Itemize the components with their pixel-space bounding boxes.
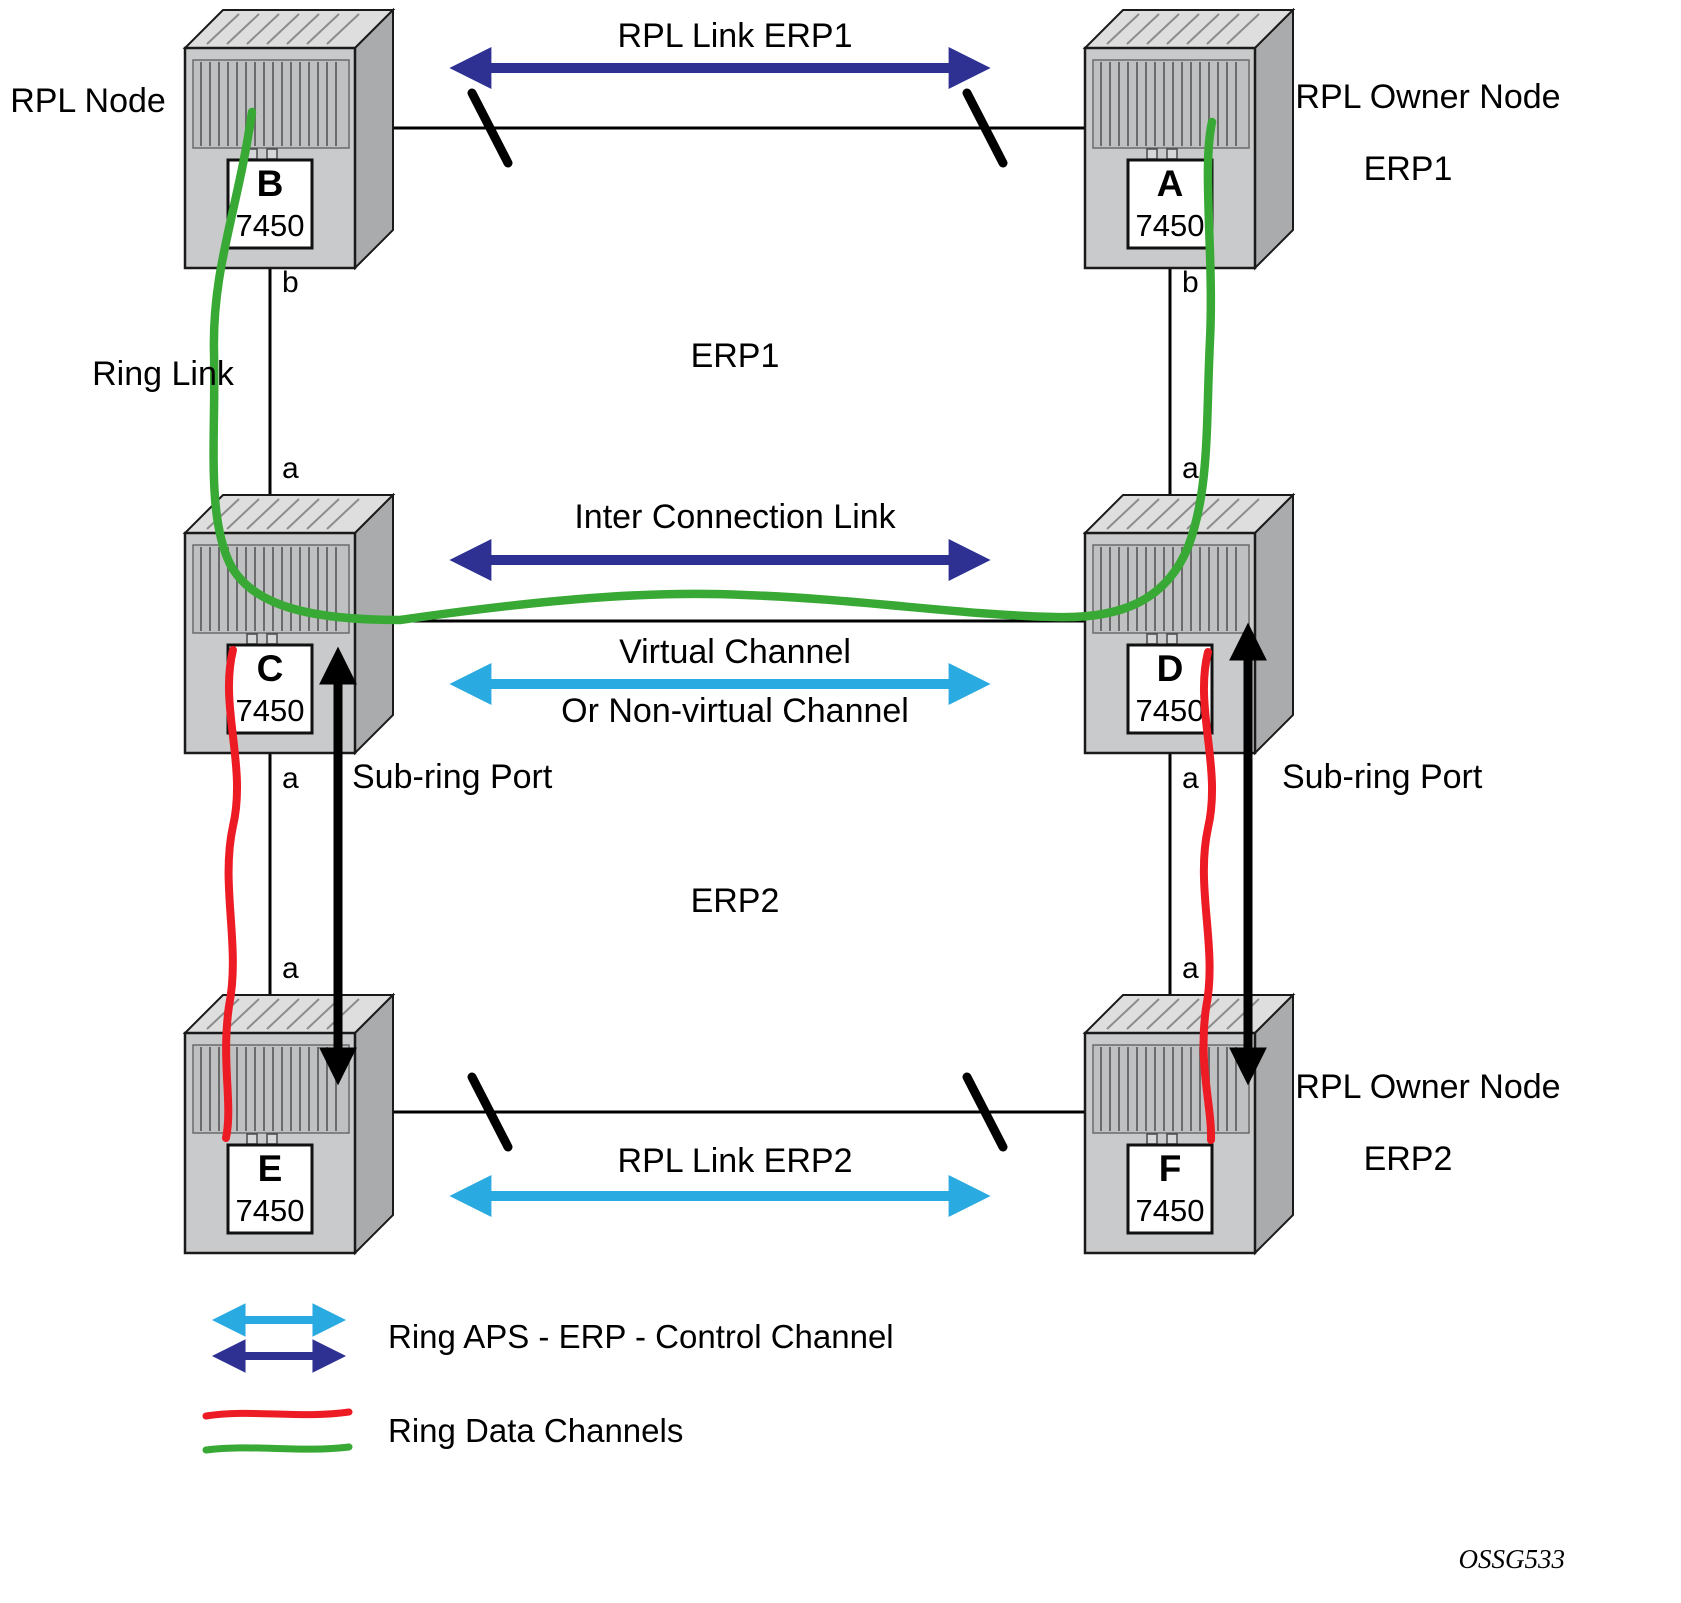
node-a-model: 7450 — [1136, 208, 1205, 243]
node-c-label: C 7450 — [226, 643, 314, 735]
node-d-model: 7450 — [1136, 693, 1205, 728]
rpl-owner-node-bottom-label: RPL Owner Node — [1295, 1068, 1560, 1106]
legend-red-line — [202, 1408, 353, 1420]
rpl-block-marks — [467, 88, 1008, 1152]
erp2-right-label: ERP2 — [1364, 1140, 1453, 1178]
port-label-e-top: a — [282, 952, 299, 985]
node-e-label: E 7450 — [226, 1143, 314, 1235]
port-label-b-bottom: b — [282, 266, 299, 299]
rpl-block-bottom-right — [962, 1072, 1008, 1152]
node-a-letter: A — [1157, 163, 1184, 204]
node-d-letter: D — [1157, 648, 1184, 689]
inter-connection-link-label: Inter Connection Link — [574, 498, 896, 536]
node-a-label: A 7450 — [1126, 158, 1214, 250]
node-b-letter: B — [257, 163, 284, 204]
node-f-letter: F — [1159, 1148, 1182, 1189]
node-f-label: F 7450 — [1126, 1143, 1214, 1235]
node-c-letter: C — [257, 648, 284, 689]
legend-control-channel-label: Ring APS - ERP - Control Channel — [388, 1318, 894, 1355]
port-label-d-bottom: a — [1182, 762, 1199, 795]
rpl-block-top-right — [962, 88, 1008, 168]
sub-ring-port-left-label: Sub-ring Port — [352, 758, 553, 796]
rpl-owner-node-top-label: RPL Owner Node — [1295, 78, 1560, 116]
virtual-channel-label: Virtual Channel — [619, 633, 851, 671]
port-label-f-top: a — [1182, 952, 1199, 985]
port-label-c-top: a — [282, 452, 299, 485]
non-virtual-channel-label: Or Non-virtual Channel — [561, 692, 909, 730]
node-e-model: 7450 — [236, 1193, 305, 1228]
rpl-block-bottom-left — [467, 1072, 513, 1152]
node-b-label: B 7450 — [226, 158, 314, 250]
sub-ring-port-right-label: Sub-ring Port — [1282, 758, 1483, 796]
legend-green-line — [202, 1443, 353, 1454]
rpl-link-erp1-label: RPL Link ERP1 — [618, 17, 853, 55]
rpl-block-top-left — [467, 88, 513, 168]
legend-data-channels: Ring Data Channels — [202, 1408, 683, 1454]
node-f-model: 7450 — [1136, 1193, 1205, 1228]
legend-control-channel: Ring APS - ERP - Control Channel — [211, 1303, 894, 1373]
erp1-center-label: ERP1 — [691, 337, 780, 375]
node-c-model: 7450 — [236, 693, 305, 728]
rpl-link-erp2-label: RPL Link ERP2 — [618, 1142, 853, 1180]
erp1-right-label: ERP1 — [1364, 150, 1453, 188]
ring-link-label: Ring Link — [92, 355, 235, 393]
port-label-d-top: a — [1182, 452, 1199, 485]
figure-id-watermark: OSSG533 — [1459, 1544, 1566, 1574]
node-e-letter: E — [258, 1148, 283, 1189]
port-label-a-bottom: b — [1182, 266, 1199, 299]
node-b-model: 7450 — [236, 208, 305, 243]
red-data-channel-right-path — [1199, 648, 1217, 1144]
erp2-center-label: ERP2 — [691, 882, 780, 920]
port-label-c-bottom: a — [282, 762, 299, 795]
node-d-label: D 7450 — [1126, 643, 1214, 735]
legend-data-channels-label: Ring Data Channels — [388, 1412, 683, 1449]
rpl-node-label: RPL Node — [10, 82, 166, 120]
green-data-channel-path — [209, 107, 1217, 625]
red-data-channel-left-path — [222, 646, 242, 1142]
